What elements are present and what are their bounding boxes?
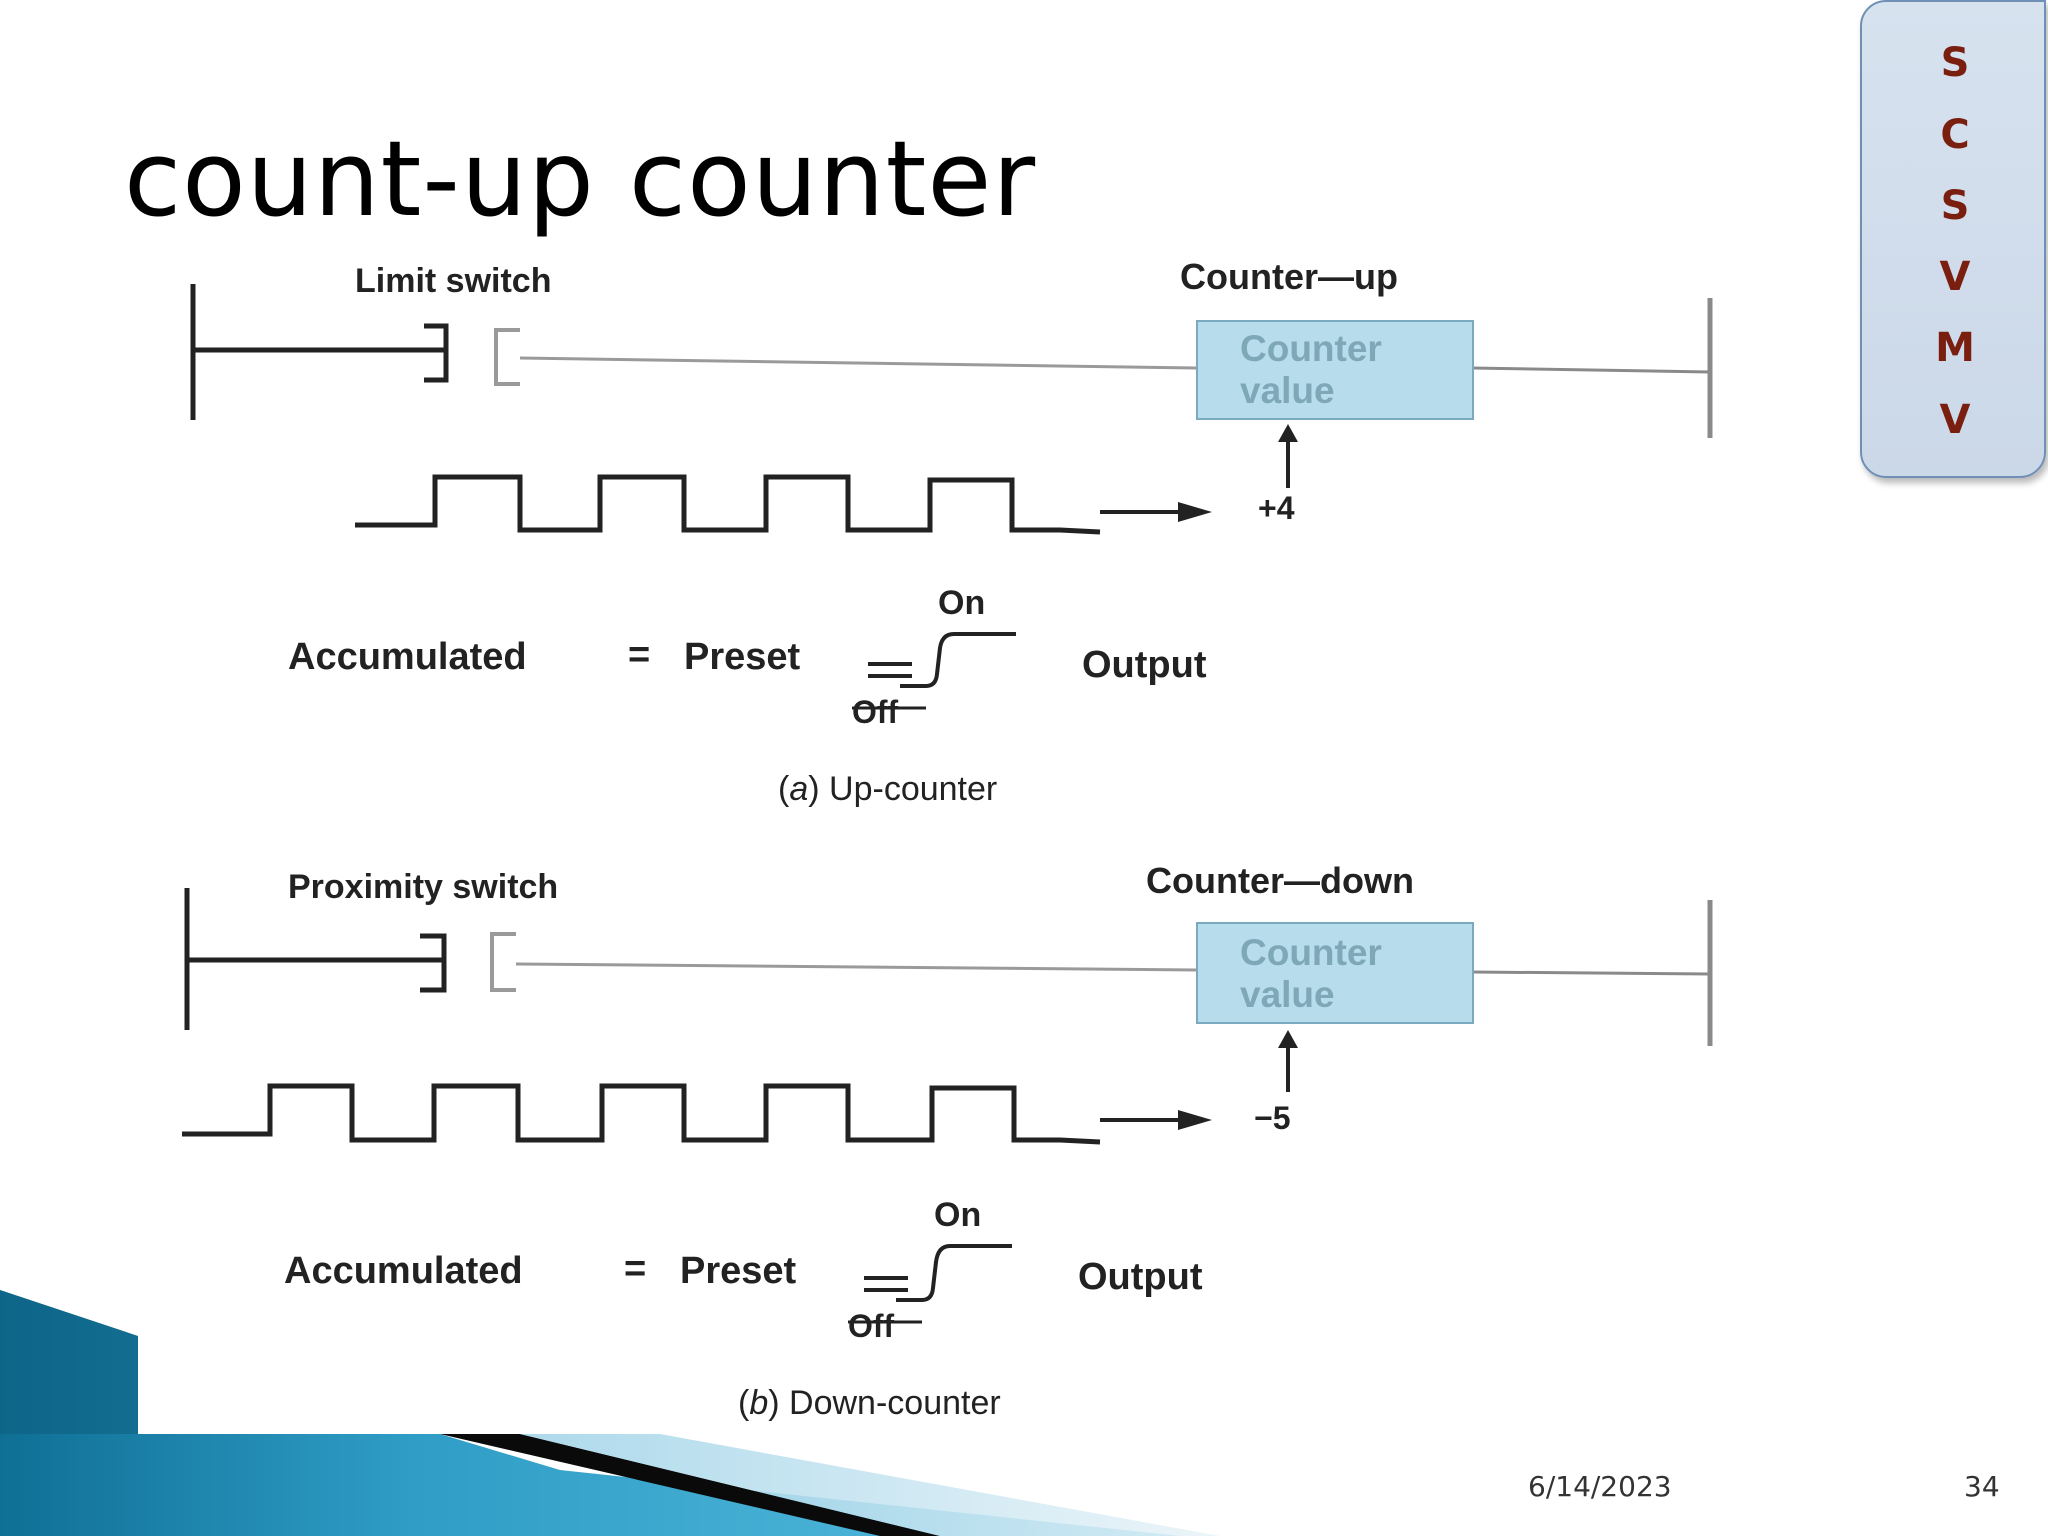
side-badge-letter: S (1940, 183, 1970, 229)
proximity-switch-label: Proximity switch (288, 868, 559, 906)
caption-up-counter: (a) Up-counter (778, 770, 998, 808)
count-up-value: +4 (1258, 490, 1295, 526)
accumulated-label: Accumulated (288, 636, 527, 678)
count-down-value: −5 (1254, 1100, 1291, 1136)
caption-down-counter: (b) Down-counter (738, 1384, 1001, 1422)
accumulated-label: Accumulated (284, 1250, 523, 1292)
footer-date: 6/14/2023 (1528, 1470, 1672, 1503)
counter-box-line2: value (1240, 974, 1335, 1015)
off-label: Off (848, 1308, 895, 1344)
counter-up-box: Counter value (1196, 320, 1474, 420)
caption-letter: b (749, 1384, 769, 1422)
off-label: Off (852, 694, 899, 730)
output-label: Output (1082, 644, 1207, 686)
counter-box-line1: Counter (1240, 932, 1382, 973)
counter-up-label: Counter—up (1180, 256, 1398, 297)
preset-label: Preset (680, 1250, 797, 1292)
counter-down-label: Counter—down (1146, 860, 1414, 901)
on-label: On (938, 584, 986, 622)
side-badge-letter: C (1940, 112, 1970, 158)
counter-box-line2: value (1240, 370, 1335, 411)
side-badge-letter: M (1935, 325, 1975, 371)
side-badge: S C S V M V (1860, 0, 2046, 478)
equals-sign: = (628, 634, 651, 676)
page-number: 34 (1964, 1470, 2000, 1503)
side-badge-letter: S (1940, 40, 1970, 86)
caption-text: Up-counter (829, 770, 998, 808)
counter-box-line1: Counter (1240, 328, 1382, 369)
output-label: Output (1078, 1256, 1203, 1298)
side-badge-letter: V (1939, 397, 1971, 443)
caption-letter: a (789, 770, 809, 808)
limit-switch-label: Limit switch (355, 262, 552, 300)
preset-label: Preset (684, 636, 801, 678)
slide-title: count-up counter (124, 118, 1037, 240)
equals-sign: = (624, 1248, 647, 1290)
caption-text: Down-counter (789, 1384, 1001, 1422)
side-badge-letter: V (1939, 254, 1971, 300)
counter-down-box: Counter value (1196, 922, 1474, 1024)
on-label: On (934, 1196, 982, 1234)
